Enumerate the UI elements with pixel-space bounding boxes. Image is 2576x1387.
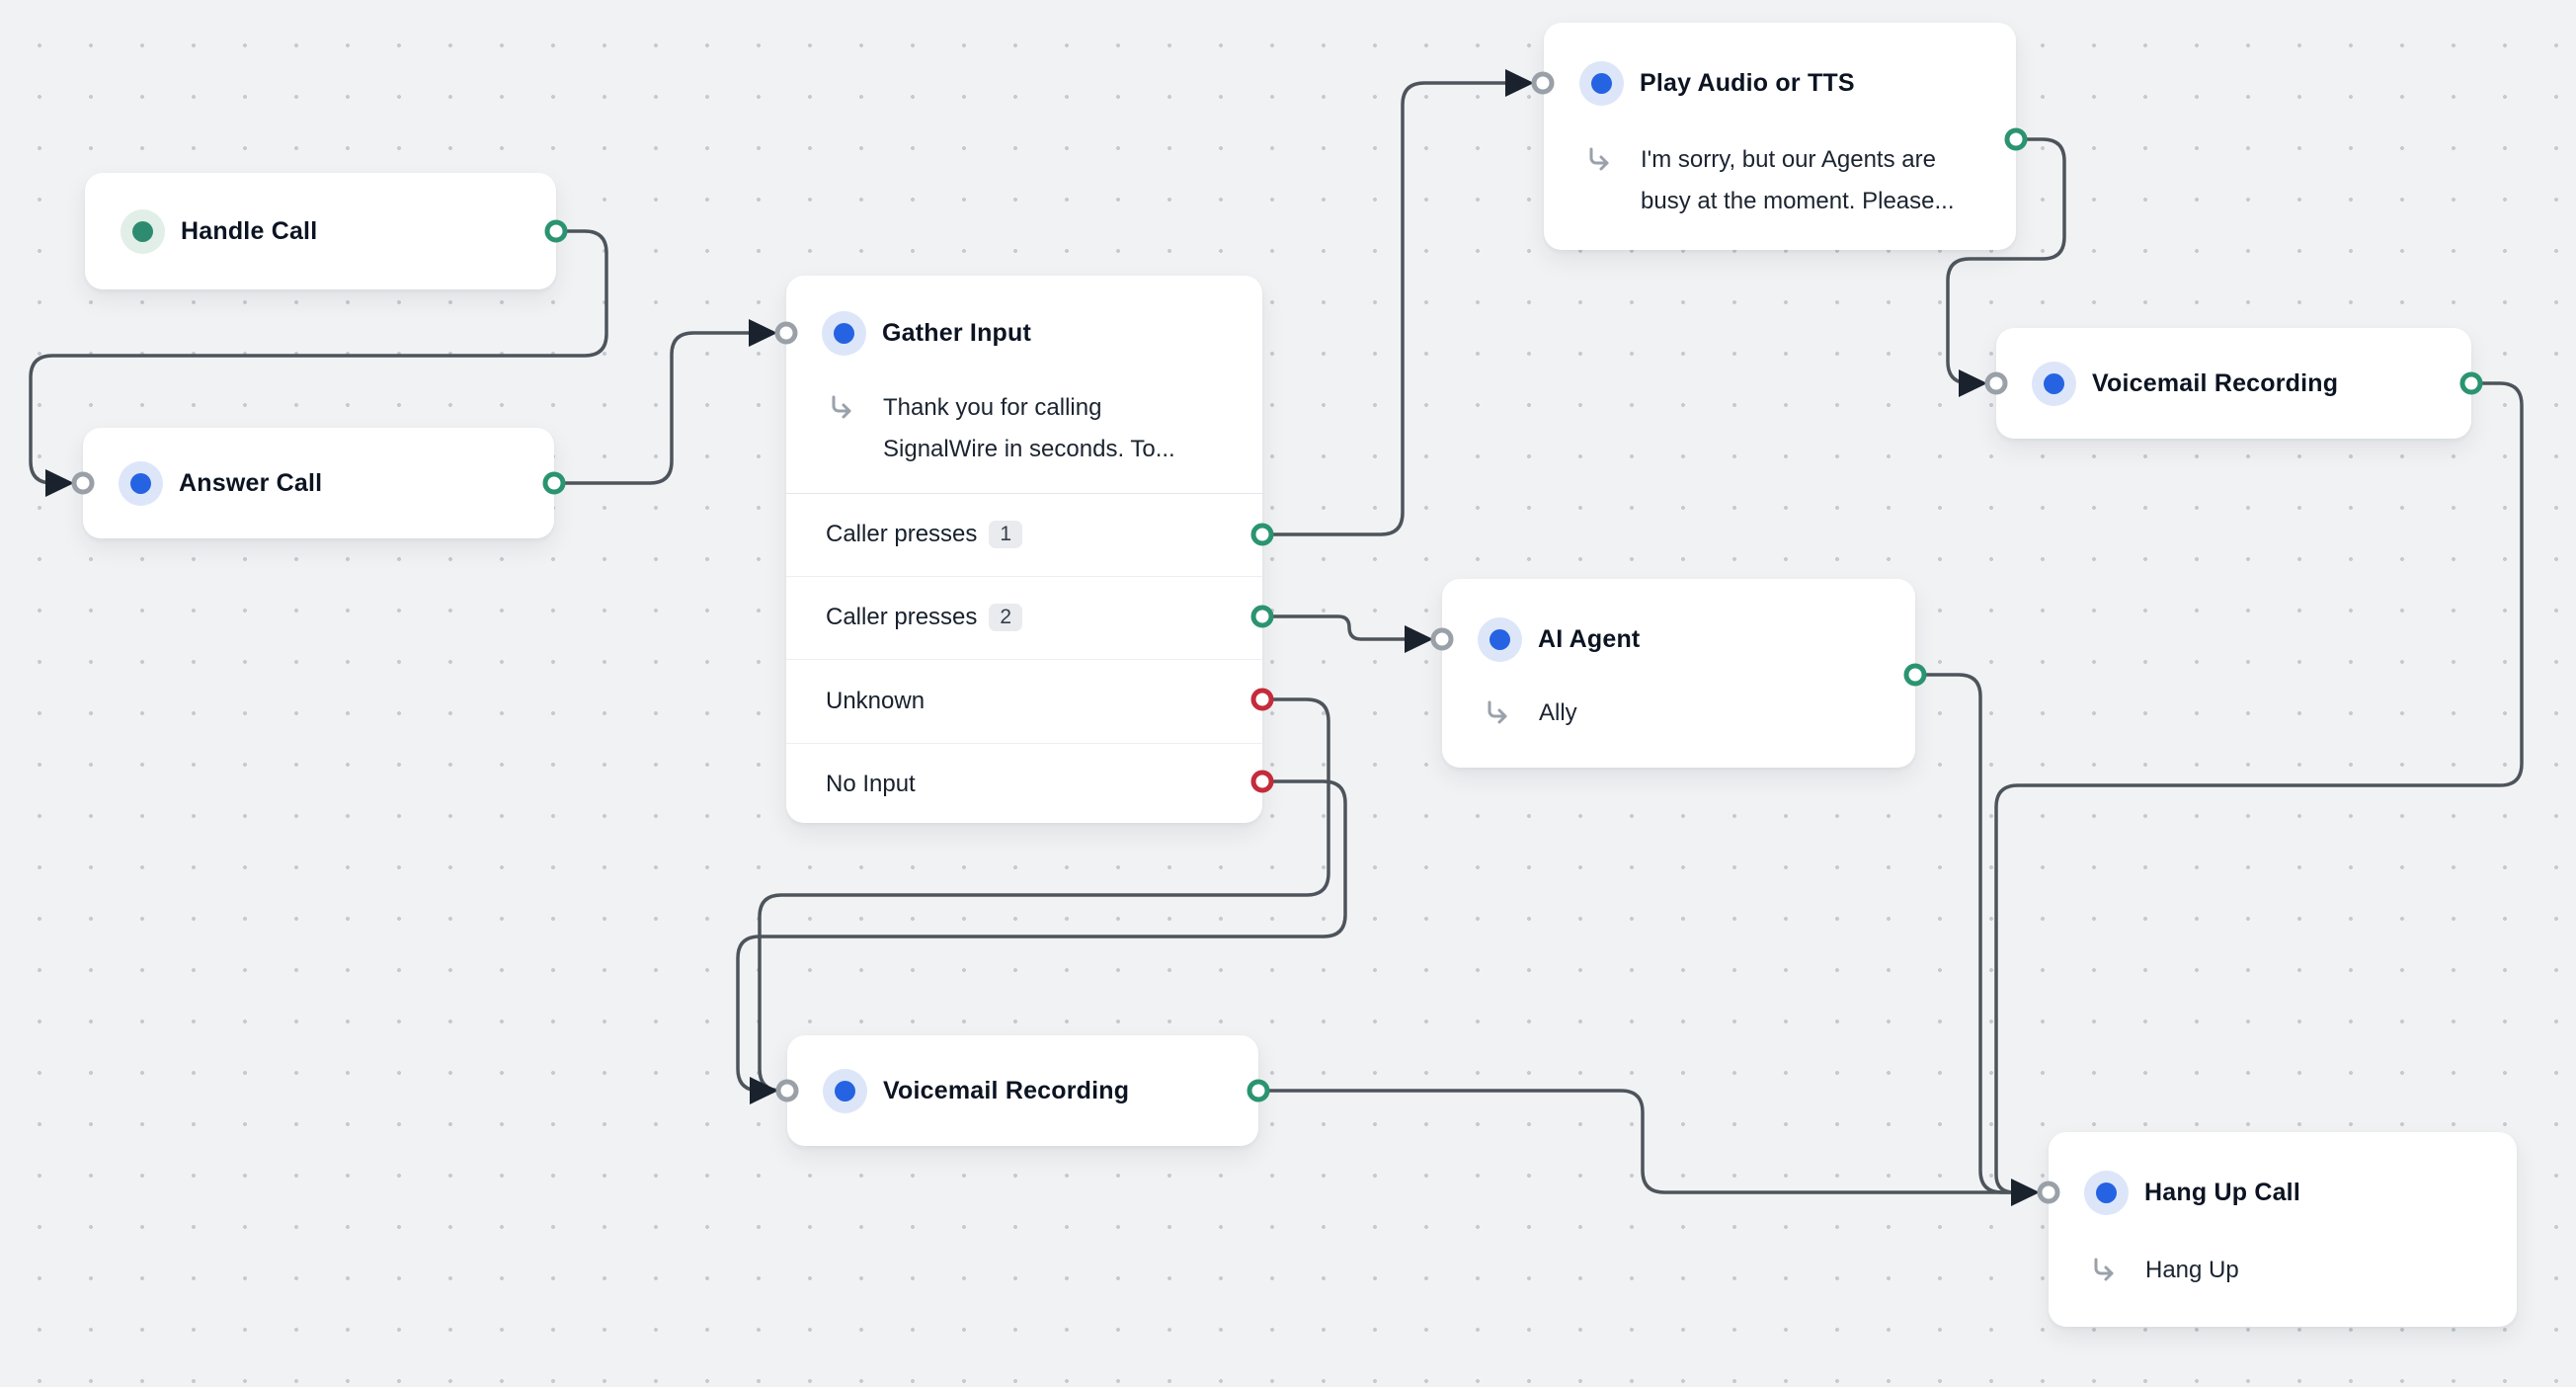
output-label: Unknown [826, 687, 926, 714]
node-title: Voicemail Recording [2092, 368, 2339, 397]
output-row-no-input[interactable]: No Input [786, 742, 1262, 827]
output-port-play-audio[interactable] [2004, 127, 2028, 151]
edge-caller-presses-2-to-ai-agent[interactable] [1262, 614, 1407, 641]
answer-call-node-icon [119, 460, 163, 506]
output-port-handle-call[interactable] [544, 219, 568, 243]
ai-agent-node-icon [1478, 616, 1522, 662]
output-row-caller-presses-2[interactable]: Caller presses 2 [786, 575, 1262, 660]
output-port-caller-presses-2[interactable] [1250, 605, 1274, 628]
output-row-caller-presses-1[interactable]: Caller presses 1 [786, 493, 1262, 576]
output-label: Caller presses [826, 520, 978, 547]
node-hang-up-call[interactable]: Hang Up Call Hang Up [2049, 1132, 2517, 1327]
output-label: Caller presses [826, 604, 978, 631]
node-title: Handle Call [181, 216, 318, 245]
input-arrowhead [45, 469, 74, 497]
node-title: Voicemail Recording [883, 1076, 1130, 1104]
input-arrowhead [1405, 625, 1433, 653]
divider [786, 493, 1262, 494]
play-audio-node-icon [1579, 60, 1624, 106]
output-port-unknown[interactable] [1250, 688, 1274, 711]
node-subtitle-row: Ally [1486, 693, 1865, 734]
node-title: Answer Call [179, 468, 323, 497]
input-arrowhead [1959, 369, 1987, 397]
edge-handle-call-to-answer-call[interactable] [29, 229, 608, 485]
edge-voicemail-bottom-to-hang-up[interactable] [1258, 1089, 2021, 1194]
voicemail-node-icon [823, 1068, 867, 1113]
voicemail-node-icon [2032, 361, 2076, 406]
edge-no-input-to-voicemail-bottom[interactable] [736, 779, 1347, 1093]
output-row-unknown[interactable]: Unknown [786, 659, 1262, 743]
node-voicemail-recording-right[interactable]: Voicemail Recording [1996, 328, 2471, 439]
key-badge: 2 [989, 604, 1023, 632]
reply-arrow-icon [2094, 1258, 2114, 1281]
input-port-hang-up[interactable] [2037, 1181, 2060, 1204]
output-label: No Input [826, 771, 916, 798]
output-port-caller-presses-1[interactable] [1250, 523, 1274, 546]
node-voicemail-recording-bottom[interactable]: Voicemail Recording [787, 1035, 1258, 1146]
input-arrowhead [749, 319, 777, 347]
node-title: Play Audio or TTS [1640, 68, 1855, 97]
reply-arrow-icon [832, 395, 851, 419]
input-arrowhead [1505, 69, 1534, 97]
node-subtitle: Ally [1539, 699, 1577, 726]
edge-play-audio-to-voicemail-right[interactable] [1946, 137, 2066, 385]
reply-arrow-icon [1589, 147, 1609, 171]
node-title: Gather Input [882, 318, 1032, 347]
node-subtitle-row: Thank you for calling SignalWire in seco… [830, 387, 1209, 470]
node-subtitle-row: I'm sorry, but our Agents are busy at th… [1587, 139, 1967, 222]
input-port-ai-agent[interactable] [1430, 627, 1454, 651]
node-answer-call[interactable]: Answer Call [83, 428, 554, 538]
output-port-ai-agent[interactable] [1903, 663, 1927, 687]
node-subtitle: Hang Up [2145, 1257, 2239, 1283]
node-title: Hang Up Call [2144, 1178, 2300, 1206]
output-port-answer-call[interactable] [542, 471, 566, 495]
input-port-voicemail-right[interactable] [1984, 371, 2008, 395]
input-arrowhead [2011, 1179, 2040, 1206]
input-port-voicemail-bottom[interactable] [775, 1079, 799, 1102]
hang-up-node-icon [2084, 1170, 2129, 1215]
node-handle-call[interactable]: Handle Call [85, 173, 556, 289]
output-port-no-input[interactable] [1250, 770, 1274, 793]
edge-unknown-to-voicemail-bottom[interactable] [758, 697, 1330, 1093]
edge-answer-call-to-gather-input[interactable] [554, 331, 759, 485]
node-gather-input[interactable]: Gather Input Thank you for calling Signa… [786, 276, 1262, 823]
node-play-audio-or-tts[interactable]: Play Audio or TTS I'm sorry, but our Age… [1544, 23, 2016, 250]
key-badge: 1 [989, 520, 1023, 548]
node-ai-agent[interactable]: AI Agent Ally [1442, 579, 1915, 768]
node-subtitle: I'm sorry, but our Agents are busy at th… [1641, 146, 1955, 214]
node-subtitle: Thank you for calling SignalWire in seco… [883, 394, 1175, 462]
input-port-play-audio[interactable] [1531, 71, 1555, 95]
output-port-voicemail-bottom[interactable] [1247, 1079, 1270, 1102]
output-port-voicemail-right[interactable] [2459, 371, 2483, 395]
handle-call-node-icon [121, 208, 165, 254]
reply-arrow-icon [1488, 700, 1507, 724]
node-title: AI Agent [1538, 624, 1641, 653]
edge-caller-presses-1-to-play-audio[interactable] [1262, 81, 1516, 536]
node-subtitle-row: Hang Up [2092, 1250, 2471, 1291]
input-port-answer-call[interactable] [71, 471, 95, 495]
input-port-gather-input[interactable] [774, 321, 798, 345]
input-arrowhead [750, 1077, 778, 1104]
edge-voicemail-right-to-hang-up[interactable] [1994, 381, 2524, 1194]
gather-input-node-icon [822, 310, 866, 356]
edge-ai-agent-to-hang-up[interactable] [1915, 673, 2023, 1194]
